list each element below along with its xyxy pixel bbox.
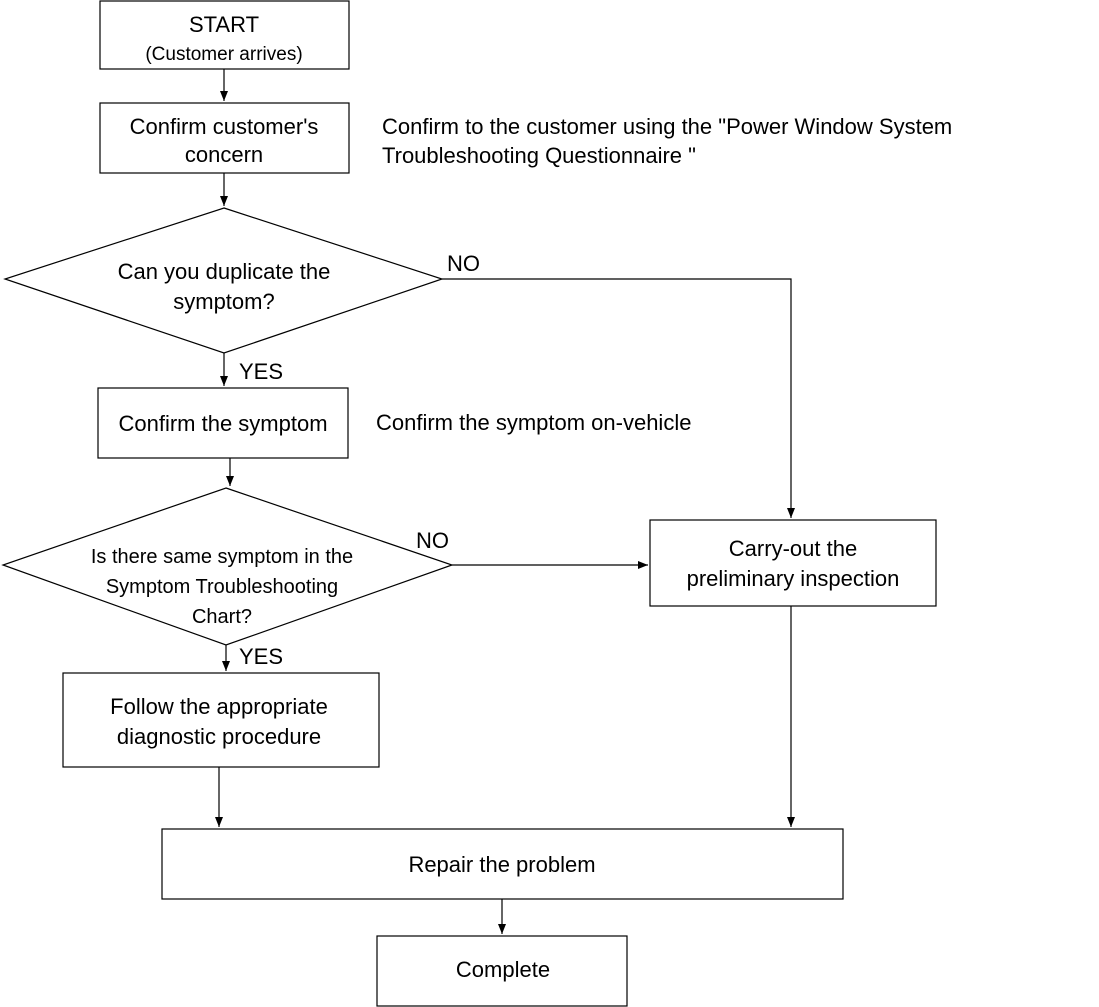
same-no-label: NO [416,528,449,553]
follow-procedure-line2: diagnostic procedure [117,724,321,749]
confirm-symptom-box [97,387,349,459]
follow-procedure-box [62,672,380,768]
confirm-concern-line1: Confirm customer's [130,114,319,139]
connectors [215,69,795,934]
preliminary-line1: Carry-out the [729,536,857,561]
complete-box [376,935,628,1007]
start-box [99,0,350,70]
same-symptom-decision-diamond [1,487,454,646]
questionnaire-note-line2: Troubleshooting Questionnaire " [382,143,696,168]
confirm-concern-box [99,102,350,174]
same-symptom-line3: Chart? [192,606,252,628]
confirm-symptom-label: Confirm the symptom [118,411,327,436]
same-symptom-line1: Is there same symptom in the [91,546,353,568]
shapes [1,0,937,1007]
same-symptom-line2: Symptom Troubleshooting [106,576,338,598]
same-yes-label: YES [239,644,283,669]
start-title: START [189,12,259,37]
repair-label: Repair the problem [408,852,595,877]
follow-procedure-line1: Follow the appropriate [110,694,328,719]
node-texts: START (Customer arrives) Confirm custome… [91,12,900,982]
duplicate-no-label: NO [447,251,480,276]
on-vehicle-note: Confirm the symptom on-vehicle [376,410,691,435]
confirm-concern-line2: concern [185,142,263,167]
preliminary-line2: preliminary inspection [687,566,900,591]
preliminary-box [649,519,937,607]
duplicate-decision-line1: Can you duplicate the [118,259,331,284]
edge-duplicate-no-to-preliminary [442,278,795,518]
duplicate-decision-diamond [3,207,444,354]
questionnaire-note-line1: Confirm to the customer using the "Power… [382,114,952,139]
edge-labels: NO YES NO YES [239,251,480,669]
side-notes: Confirm to the customer using the "Power… [376,114,952,435]
start-subtitle: (Customer arrives) [145,44,302,65]
complete-label: Complete [456,957,550,982]
duplicate-decision-line2: symptom? [173,289,274,314]
duplicate-yes-label: YES [239,359,283,384]
repair-box [161,828,844,900]
